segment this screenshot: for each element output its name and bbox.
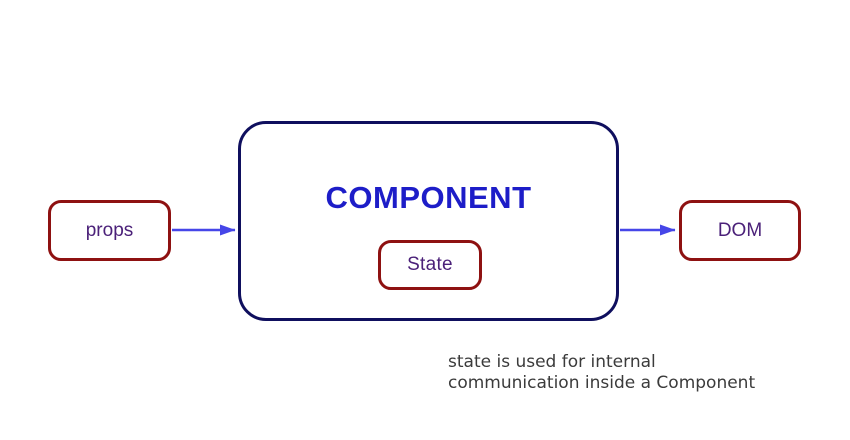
state-label: State (407, 254, 453, 275)
component-label: COMPONENT (325, 180, 532, 215)
props-label: props (85, 219, 134, 241)
caption-line-2: communication inside a Component (448, 373, 756, 393)
caption: state is used for internal communication… (448, 352, 755, 394)
state-box: State (378, 240, 482, 290)
dom-box: DOM (679, 200, 801, 261)
component-box: COMPONENT State (238, 121, 619, 321)
caption-line-1: state is used for internal (448, 352, 656, 372)
dom-label: DOM (717, 219, 763, 241)
props-box: props (48, 200, 171, 261)
